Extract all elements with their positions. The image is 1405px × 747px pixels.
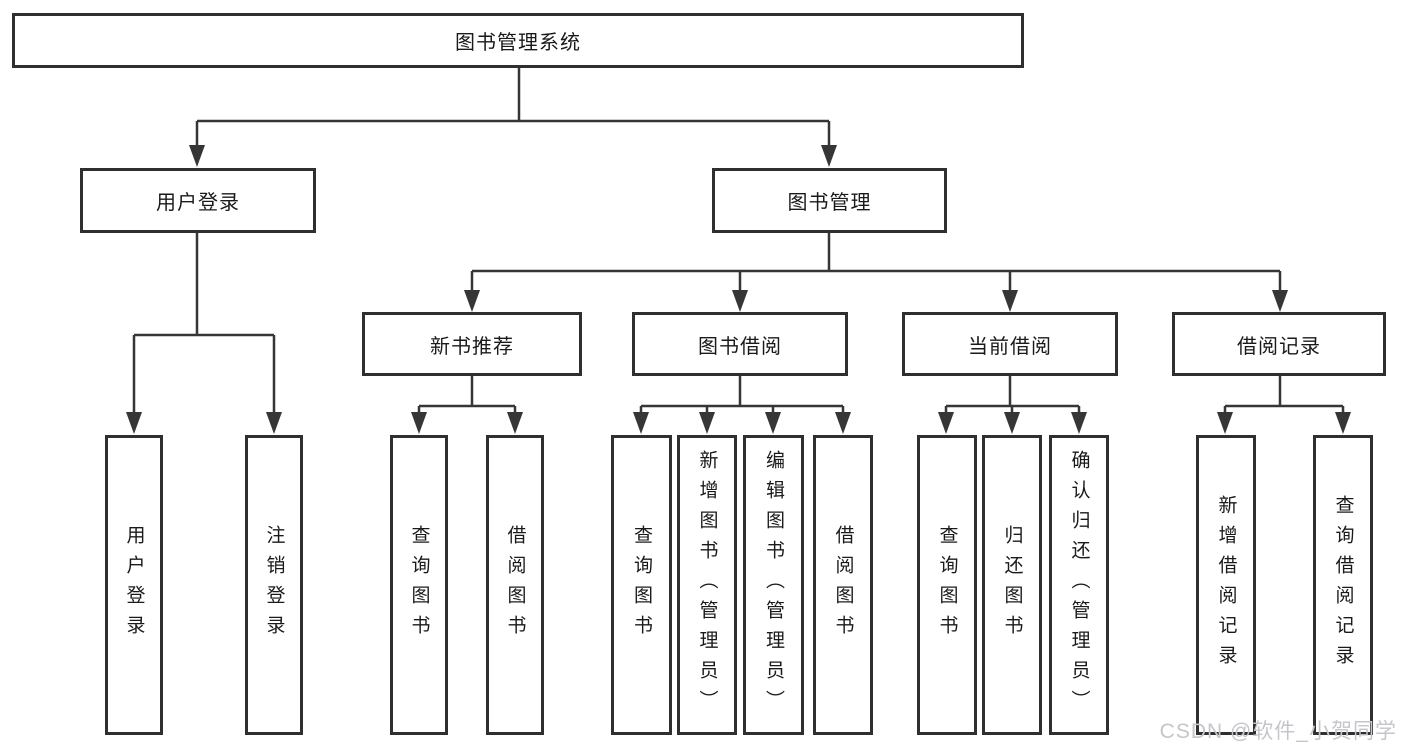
node-return-books: 归还图书 [982, 435, 1042, 735]
node-new-book-recommend: 新书推荐 [362, 312, 582, 376]
node-user-login: 用户登录 [105, 435, 163, 735]
node-edit-book-admin-label: 编辑图书（管理员） [763, 450, 784, 720]
node-return-books-label: 归还图书 [1001, 525, 1023, 645]
node-book-borrowing: 图书借阅 [632, 312, 848, 376]
node-library-system-root: 图书管理系统 [12, 13, 1024, 68]
node-user-login-label: 用户登录 [123, 525, 145, 645]
node-query-books-recommend-label: 查询图书 [408, 525, 430, 645]
node-current-borrowing: 当前借阅 [902, 312, 1118, 376]
node-add-borrow-record: 新增借阅记录 [1196, 435, 1256, 735]
node-book-management-branch: 图书管理 [712, 168, 947, 233]
node-query-books-borrowing: 查询图书 [611, 435, 672, 735]
node-borrow-books-borrowing-label: 借阅图书 [832, 525, 854, 645]
node-add-book-admin-label: 新增图书（管理员） [696, 450, 718, 720]
node-borrow-books-borrowing: 借阅图书 [813, 435, 873, 735]
node-borrow-books-recommend-label: 借阅图书 [504, 525, 526, 645]
node-confirm-return-admin: 确认归还（管理员） [1049, 435, 1109, 735]
node-edit-book-admin: 编辑图书（管理员） [743, 435, 804, 735]
node-query-books-current: 查询图书 [917, 435, 977, 735]
node-add-borrow-record-label: 新增借阅记录 [1215, 495, 1237, 675]
node-borrowing-records: 借阅记录 [1172, 312, 1386, 376]
node-logout-login: 注销登录 [245, 435, 303, 735]
node-add-book-admin: 新增图书（管理员） [677, 435, 737, 735]
node-query-books-recommend: 查询图书 [390, 435, 448, 735]
node-borrow-books-recommend: 借阅图书 [486, 435, 544, 735]
node-user-login-branch: 用户登录 [80, 168, 316, 233]
node-query-borrow-record-label: 查询借阅记录 [1332, 495, 1354, 675]
node-logout-login-label: 注销登录 [263, 525, 285, 645]
node-query-books-borrowing-label: 查询图书 [631, 525, 652, 645]
node-query-books-current-label: 查询图书 [936, 525, 958, 645]
node-confirm-return-admin-label: 确认归还（管理员） [1068, 450, 1090, 720]
csdn-watermark: CSDN @软件_小贺同学 [1159, 720, 1397, 743]
node-query-borrow-record: 查询借阅记录 [1313, 435, 1373, 735]
